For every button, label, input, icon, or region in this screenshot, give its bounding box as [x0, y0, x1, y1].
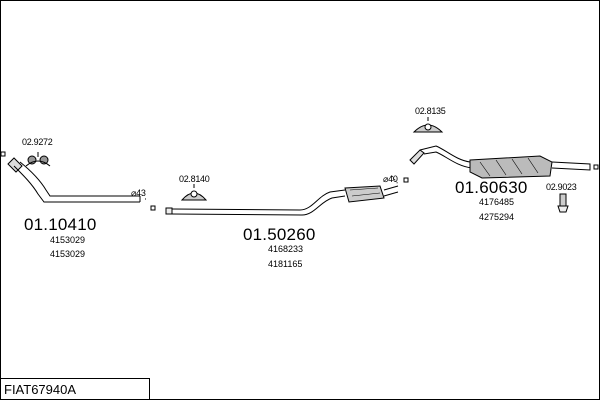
middle-pipe-diameter: ⌀43: [131, 188, 146, 198]
right-edge-marker: [593, 164, 599, 170]
middle-pipe-drawing: [165, 175, 409, 216]
front-mount-number: 02.9272: [22, 137, 53, 147]
tail-clamp-drawing: [557, 193, 569, 213]
middle-pipe-number: 01.50260: [243, 225, 316, 244]
rear-silencer-drawing: [409, 145, 591, 179]
vehicle-code-box: FIAT67940A: [0, 378, 150, 399]
rear-mount-number: 02.8135: [415, 106, 446, 116]
middle-mount-number: 02.8140: [179, 174, 210, 184]
front-mount-drawing: [25, 152, 51, 167]
front-pipe-oem-2: 4153029: [50, 249, 86, 259]
middle-pipe-oem-1: 4168233: [268, 244, 304, 254]
rear-silencer-diameter: ⌀40: [383, 174, 398, 184]
rear-silencer-oem-1: 4176485: [479, 197, 515, 207]
rear-silencer-oem-2: 4275294: [479, 212, 515, 222]
front-pipe-drawing: [7, 157, 156, 211]
left-edge-marker: [0, 151, 6, 157]
tail-clamp-number: 02.9023: [546, 182, 577, 192]
front-pipe-oem-1: 4153029: [50, 235, 86, 245]
vehicle-code: FIAT67940A: [4, 382, 77, 397]
middle-mount-drawing: [180, 184, 208, 201]
rear-silencer-number: 01.60630: [455, 178, 528, 197]
middle-pipe-oem-2: 4181165: [268, 259, 303, 269]
front-pipe-number: 01.10410: [24, 215, 97, 234]
rear-mount-drawing: [412, 117, 444, 133]
